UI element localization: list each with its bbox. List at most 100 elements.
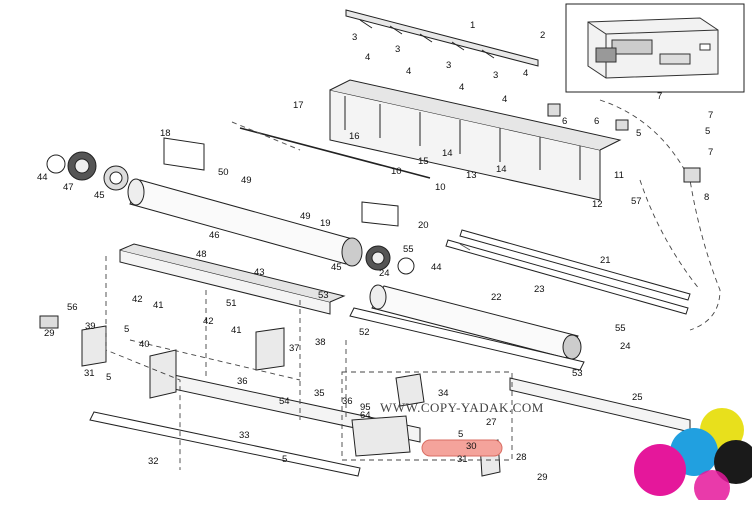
part-label-50: 50 <box>218 167 229 178</box>
fuser-frame <box>329 79 622 201</box>
part-label-24: 24 <box>620 341 631 352</box>
part-label-49: 49 <box>300 211 311 222</box>
part-label-12: 12 <box>592 199 603 210</box>
part-label-38: 38 <box>315 337 326 348</box>
part-label-10: 10 <box>391 166 402 177</box>
part-label-13: 13 <box>466 170 477 181</box>
part-label-25: 25 <box>632 392 643 403</box>
printer-inset <box>565 3 745 93</box>
part-label-43: 43 <box>254 267 265 278</box>
part-label-4: 4 <box>406 66 411 77</box>
rod <box>239 127 431 179</box>
part-label-34: 34 <box>438 388 449 399</box>
part-label-17: 17 <box>293 100 304 111</box>
part-label-33: 33 <box>239 430 250 441</box>
part-label-22: 22 <box>491 292 502 303</box>
part-label-3: 3 <box>446 60 451 71</box>
brand-logo <box>634 408 752 505</box>
part-label-19: 19 <box>320 218 331 229</box>
part-label-31: 31 <box>457 454 468 465</box>
part-label-41: 41 <box>153 300 164 311</box>
part-label-42: 42 <box>132 294 143 305</box>
roller-52 <box>349 307 585 371</box>
part-label-3: 3 <box>395 44 400 55</box>
part-label-7: 7 <box>657 91 662 102</box>
part-label-46: 46 <box>209 230 220 241</box>
part-label-16: 16 <box>349 131 360 142</box>
part-label-21: 21 <box>600 255 611 266</box>
part-label-14: 14 <box>496 164 507 175</box>
part-label-5: 5 <box>282 454 287 465</box>
part-label-95: 95 <box>360 402 371 413</box>
highlight-callout <box>421 439 503 457</box>
part-label-40: 40 <box>139 339 150 350</box>
part-label-10: 10 <box>435 182 446 193</box>
part-label-5: 5 <box>636 128 641 139</box>
part-label-4: 4 <box>523 68 528 79</box>
part-label-24: 24 <box>379 268 390 279</box>
part-label-36: 36 <box>237 376 248 387</box>
part-label-36: 36 <box>342 396 353 407</box>
part-label-31: 31 <box>84 368 95 379</box>
part-label-51: 51 <box>226 298 237 309</box>
part-label-11: 11 <box>614 170 624 181</box>
part-label-15: 15 <box>418 156 429 167</box>
side-brackets <box>81 137 501 477</box>
part-label-30: 30 <box>466 441 477 452</box>
part-label-18: 18 <box>160 128 171 139</box>
part-label-5: 5 <box>106 372 111 383</box>
gear-set-left <box>46 151 129 191</box>
part-label-3: 3 <box>352 32 357 43</box>
part-label-52: 52 <box>359 327 370 338</box>
part-label-54: 54 <box>279 396 290 407</box>
part-label-42: 42 <box>203 316 214 327</box>
part-label-29: 29 <box>537 472 548 483</box>
leader-lines <box>105 99 721 470</box>
part-label-29: 29 <box>44 328 55 339</box>
part-label-56: 56 <box>67 302 78 313</box>
part-label-5: 5 <box>458 429 463 440</box>
part-label-55: 55 <box>615 323 626 334</box>
part-label-35: 35 <box>314 388 325 399</box>
part-label-47: 47 <box>63 182 74 193</box>
part-label-3: 3 <box>493 70 498 81</box>
top-rail <box>345 9 539 67</box>
part-label-28: 28 <box>516 452 527 463</box>
part-label-45: 45 <box>94 190 105 201</box>
sensor-brackets <box>39 103 701 329</box>
part-label-44: 44 <box>37 172 48 183</box>
part-label-23: 23 <box>534 284 545 295</box>
part-label-27: 27 <box>486 417 497 428</box>
part-label-5: 5 <box>705 126 710 137</box>
part-label-32: 32 <box>148 456 159 467</box>
part-label-2: 2 <box>540 30 545 41</box>
part-label-49: 49 <box>241 175 252 186</box>
guide-plate <box>119 243 346 315</box>
part-label-48: 48 <box>196 249 207 260</box>
part-label-41: 41 <box>231 325 242 336</box>
part-label-39: 39 <box>85 321 96 332</box>
part-label-44: 44 <box>431 262 442 273</box>
part-label-5: 5 <box>124 324 129 335</box>
part-label-4: 4 <box>502 94 507 105</box>
gear-set-right <box>365 245 415 275</box>
part-label-7: 7 <box>708 110 713 121</box>
rollers-right <box>445 229 691 315</box>
part-label-4: 4 <box>459 82 464 93</box>
part-label-37: 37 <box>289 343 300 354</box>
roller-heat <box>127 178 363 267</box>
part-label-8: 8 <box>704 192 709 203</box>
part-label-6: 6 <box>594 116 599 127</box>
part-label-57: 57 <box>631 196 642 207</box>
part-label-14: 14 <box>442 148 453 159</box>
part-label-45: 45 <box>331 262 342 273</box>
watermark-text: WWW.COPY-YADAK.COM <box>380 400 544 415</box>
part-label-64: 64 <box>360 410 371 421</box>
part-label-1: 1 <box>470 20 475 31</box>
part-label-53: 53 <box>318 290 329 301</box>
part-label-6: 6 <box>562 116 567 127</box>
part-label-7: 7 <box>708 147 713 158</box>
